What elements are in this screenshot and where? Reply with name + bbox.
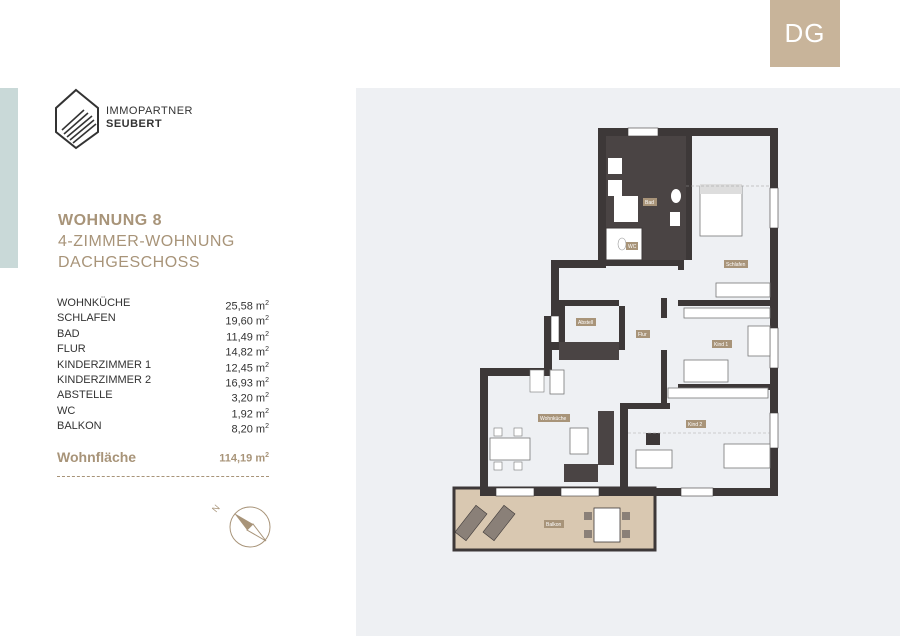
total-label: Wohnfläche xyxy=(57,449,137,465)
desk-kind2 xyxy=(635,449,673,469)
apartment-number: WOHNUNG 8 xyxy=(58,212,163,229)
label-wc: WC xyxy=(628,244,637,250)
armchair xyxy=(564,464,598,482)
apartment-type: 4-ZIMMER-WOHNUNG xyxy=(58,233,235,250)
floor-badge: DG xyxy=(770,0,840,67)
bed-kind2 xyxy=(723,443,771,469)
shower xyxy=(614,196,638,222)
house-logo-icon xyxy=(55,88,99,150)
balcony-floor xyxy=(454,488,655,550)
bath-cabinet xyxy=(608,158,622,174)
windows xyxy=(495,127,779,497)
coffee-table xyxy=(569,427,589,455)
label-kind2: Kind 2 xyxy=(688,422,702,428)
bath-sink xyxy=(670,212,680,226)
wardrobe-kind2 xyxy=(667,387,769,399)
sofa xyxy=(598,411,614,465)
wc-toilet xyxy=(617,237,627,251)
apartment-floor: DACHGESCHOSS xyxy=(58,254,201,271)
label-kind1: Kind 1 xyxy=(714,342,728,348)
dining-chairs xyxy=(493,427,523,471)
dining-table xyxy=(489,437,531,461)
balcony-table xyxy=(593,507,621,543)
dashed-divider xyxy=(57,476,269,477)
inner-walls xyxy=(544,260,770,409)
desk-kind1 xyxy=(747,325,771,357)
chair-kind2 xyxy=(646,433,660,445)
bathroom-wall xyxy=(686,136,692,260)
bed-kind1 xyxy=(683,359,729,383)
label-flur: Flur xyxy=(638,332,647,338)
floor-plan: Bad WC Schlafen Abstell Flur Kind 1 Wohn… xyxy=(452,127,779,552)
kitchen-counter xyxy=(559,342,619,360)
company-logo: IMMOPARTNER SEUBERT xyxy=(54,86,193,150)
total-living-area: Wohnfläche 114,19 m2 xyxy=(57,449,269,465)
total-value: 114,19 m xyxy=(219,453,266,465)
logo-line-1: IMMOPARTNER xyxy=(106,105,193,117)
compass-icon: N xyxy=(210,503,271,548)
wardrobe-kind1 xyxy=(683,307,771,319)
bath-cabinet xyxy=(608,180,622,196)
label-bad: Bad xyxy=(645,200,654,206)
floor-plan-panel: Bad WC Schlafen Abstell Flur Kind 1 Wohn… xyxy=(356,88,900,636)
apartment-heading: WOHNUNG 8 4-ZIMMER-WOHNUNG DACHGESCHOSS xyxy=(58,210,235,273)
label-abstell: Abstell xyxy=(578,320,593,326)
bar-stools xyxy=(529,369,545,393)
room-labels: Bad WC Schlafen Abstell Flur Kind 1 Wohn… xyxy=(538,198,748,528)
label-schlafen: Schlafen xyxy=(726,262,746,268)
stove xyxy=(549,369,565,395)
logo-line-2: SEUBERT xyxy=(106,118,163,130)
sun-loungers xyxy=(454,504,516,542)
double-bed xyxy=(699,185,743,237)
label-balkon: Balkon xyxy=(546,522,562,528)
side-accent-bar xyxy=(0,88,18,268)
pillows xyxy=(700,184,742,194)
wardrobe xyxy=(715,282,771,298)
bath-toilet xyxy=(671,189,681,203)
balcony-chairs xyxy=(584,512,630,538)
compass-north-letter: N xyxy=(210,503,222,514)
label-wohnkueche: Wohnküche xyxy=(540,416,567,422)
